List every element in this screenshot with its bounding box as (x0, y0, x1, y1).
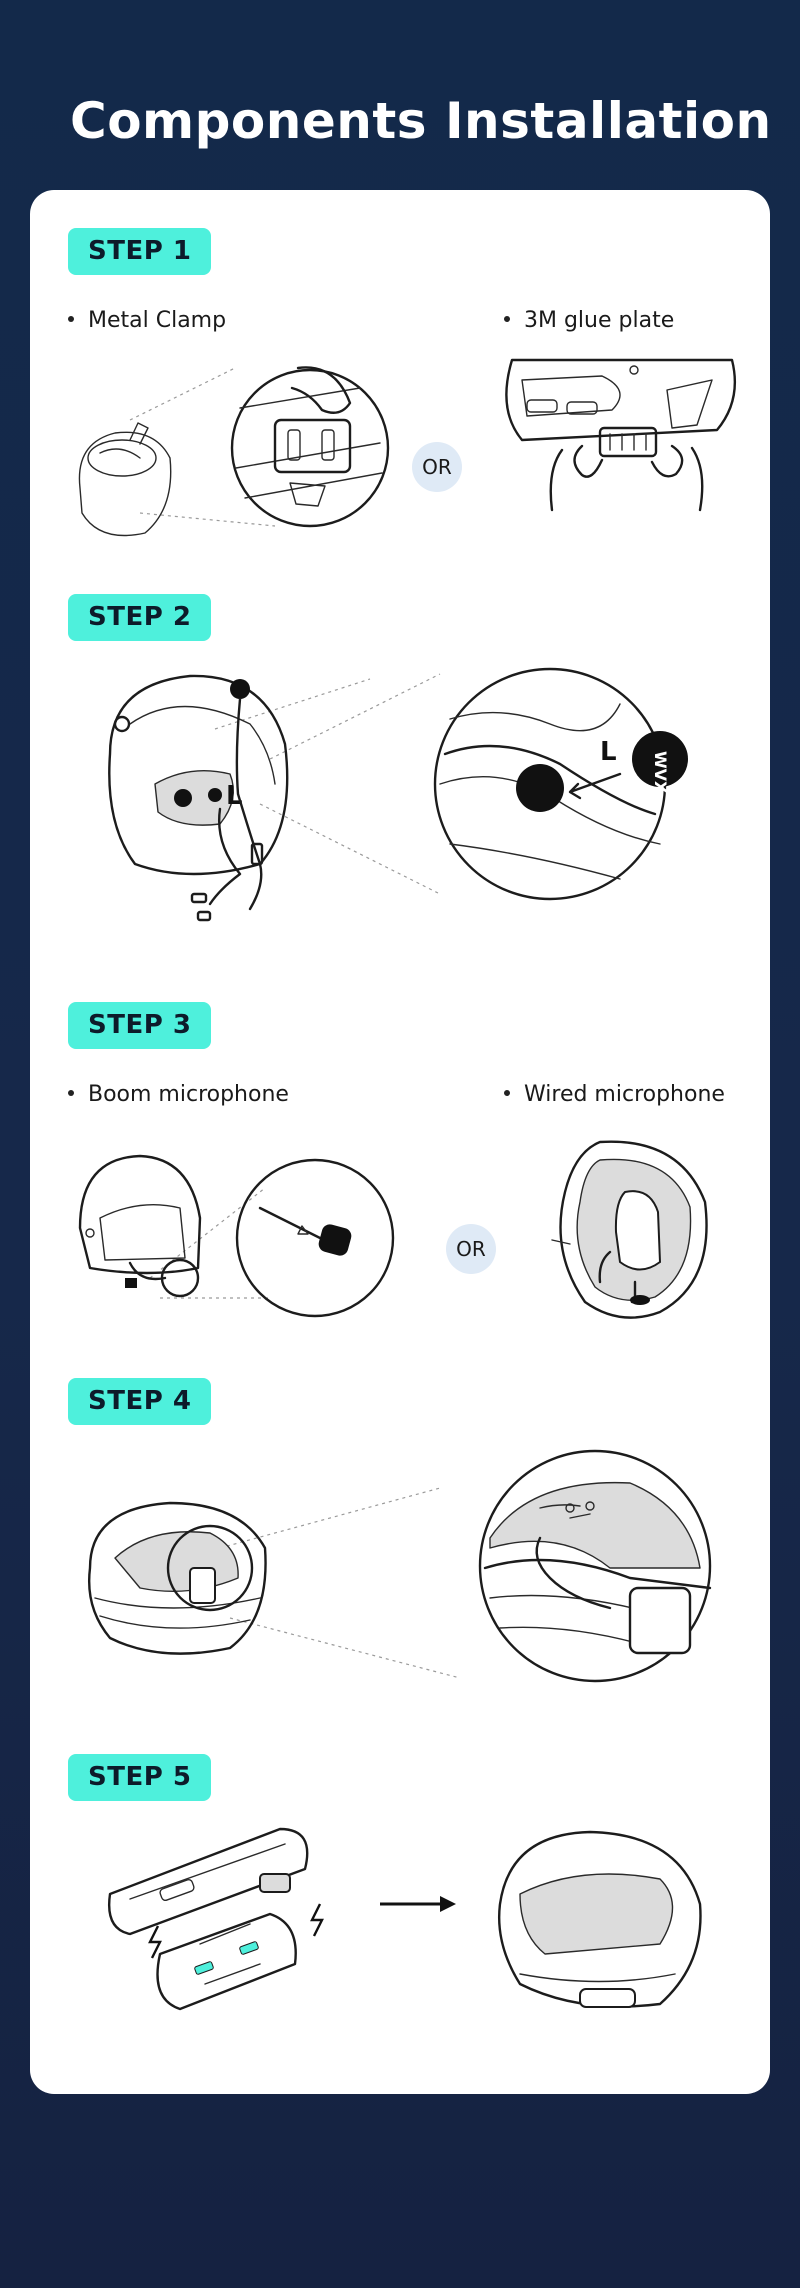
option-metal-clamp: Metal Clamp (68, 308, 226, 333)
instructions-card: STEP 1 Metal Clamp 3M glue plate OR (30, 190, 770, 2094)
step-3: STEP 3 Boom microphone Wired microphone … (30, 1002, 770, 1342)
option-label: Metal Clamp (88, 308, 227, 333)
mount-installation-illustration (88, 1449, 712, 1683)
option-glue-plate: 3M glue plate (504, 308, 674, 333)
left-marker-zoom: L (600, 737, 617, 767)
brand-mark: WVX (651, 751, 670, 794)
attach-device-illustration (108, 1827, 702, 2011)
step-2: STEP 2 L (30, 594, 770, 934)
step-badge: STEP 1 (68, 228, 212, 275)
bullet-dot-icon (68, 316, 74, 322)
left-marker: L (226, 781, 243, 811)
bullet-dot-icon (504, 316, 510, 322)
step-4: STEP 4 (30, 1378, 770, 1698)
step-badge: STEP 3 (68, 1002, 212, 1049)
bullet-dot-icon (68, 1090, 74, 1096)
option-wired-microphone: Wired microphone (504, 1082, 725, 1107)
glue-plate-illustration (505, 358, 736, 512)
option-boom-microphone: Boom microphone (68, 1082, 289, 1107)
boom-microphone-illustration (78, 1154, 395, 1318)
page-title: Components Installation (70, 92, 772, 150)
step-badge: STEP 4 (68, 1378, 212, 1425)
step-5: STEP 5 (30, 1754, 770, 2074)
option-label: Wired microphone (524, 1082, 725, 1107)
option-label: 3M glue plate (524, 308, 675, 333)
step-badge: STEP 2 (68, 594, 212, 641)
metal-clamp-illustration (78, 366, 390, 537)
step-1: STEP 1 Metal Clamp 3M glue plate OR (30, 228, 770, 548)
option-label: Boom microphone (88, 1082, 289, 1107)
or-separator: OR (446, 1224, 496, 1274)
step-badge: STEP 5 (68, 1754, 212, 1801)
bullet-dot-icon (504, 1090, 510, 1096)
or-separator: OR (412, 442, 462, 492)
wired-microphone-illustration (551, 1140, 708, 1319)
speaker-placement-illustration: L WVX L (108, 667, 688, 922)
